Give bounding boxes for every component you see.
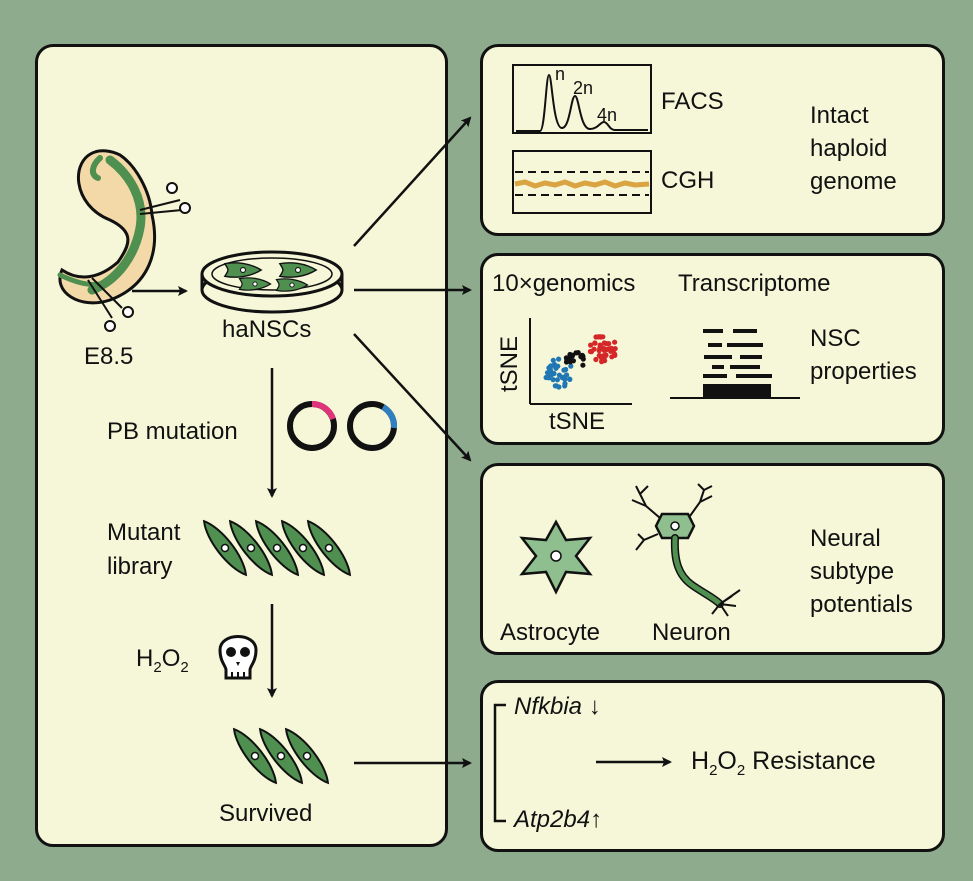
scatter-dot (588, 349, 595, 355)
transcriptome-panel (480, 253, 945, 445)
scatter-dot (568, 363, 574, 369)
scatter-dot (563, 366, 569, 373)
scatter-dot (570, 358, 577, 364)
gene-bracket (493, 703, 506, 823)
facs-label: FACS (661, 88, 724, 115)
resistance-result: H2O2 Resistance (691, 747, 876, 779)
peak-2n-label: 2n (573, 78, 594, 98)
resistance-panel (480, 680, 945, 852)
library-label-1: Mutant (107, 519, 181, 546)
petri-dish (200, 250, 344, 314)
scatter-dot (573, 350, 579, 356)
library-label-2: library (107, 553, 173, 580)
skull-icon (218, 635, 258, 680)
scatter-dot (559, 375, 565, 381)
peak-n-label: n (555, 64, 566, 84)
astrocyte-label: Astrocyte (500, 619, 601, 646)
mutation-label: PB mutation (107, 418, 238, 445)
scatter-dot (596, 348, 602, 354)
survived-cells (227, 723, 335, 789)
gene2-label: Atp2b4↑ (514, 806, 603, 833)
scatter-dot (550, 357, 556, 363)
plasmid-pink-icon (287, 400, 337, 451)
scatter-dot (580, 362, 586, 368)
transcriptome-label: Transcriptome (678, 270, 831, 297)
survived-label: Survived (219, 800, 313, 827)
transcriptome-conclusion: NSC properties (810, 325, 917, 385)
arrow-to-neural (353, 333, 472, 462)
scatter-dot (569, 353, 576, 359)
arrow-to-genome (353, 116, 472, 247)
cgh-label: CGH (661, 167, 715, 194)
scatter-dot (566, 357, 572, 363)
plasmid-blue-icon (347, 401, 398, 451)
scatter-dot (546, 372, 552, 378)
scatter-dot (579, 352, 585, 358)
scatter-dot (602, 358, 608, 364)
method-label: 10×genomics (492, 270, 636, 297)
scatter-dot (601, 340, 607, 346)
astrocyte-icon (519, 519, 593, 595)
scatter-dot (592, 340, 598, 346)
scatter-dot (550, 377, 556, 383)
peak-4n-label: 4n (597, 105, 618, 125)
scatter-dot (562, 381, 568, 387)
embryo-illustration (57, 149, 191, 332)
gene1-label: Nfkbia ↓ (514, 693, 601, 720)
scatter-dot (588, 342, 594, 348)
scatter-dot (597, 342, 603, 348)
cgh-plot (512, 150, 652, 214)
tsne-y-label: tSNE (496, 335, 524, 393)
scatter-dot (553, 383, 560, 389)
neuron-label: Neuron (652, 619, 731, 646)
scatter-dot (554, 377, 561, 383)
scatter-dot (564, 372, 570, 378)
scatter-dot (555, 363, 561, 369)
h2o2-label: H2O2 (136, 645, 189, 676)
neuron-icon (631, 483, 741, 617)
scatter-dot (603, 352, 609, 358)
scatter-dot (593, 334, 599, 340)
scatter-dot (551, 370, 557, 377)
scatter-dot (567, 376, 573, 382)
scatter-dot (548, 363, 554, 369)
scatter-dot (593, 356, 599, 363)
facs-plot (512, 64, 652, 134)
embryo-label: E8.5 (84, 343, 134, 370)
scatter-dot (599, 353, 605, 359)
scatter-dot (612, 339, 618, 345)
genome-conclusion: Intact haploid genome (810, 102, 897, 195)
mutant-library-cells (197, 515, 357, 581)
tsne-x-label: tSNE (549, 408, 606, 435)
dish-label: haNSCs (222, 316, 312, 343)
scatter-dot (556, 356, 562, 362)
transcriptome-bars (670, 329, 800, 399)
neural-conclusion: Neural subtype potentials (810, 525, 913, 618)
scatter-dot (603, 347, 609, 353)
tsne-scatter (529, 318, 632, 405)
scatter-dot (598, 334, 604, 340)
scatter-dot (612, 351, 618, 357)
scatter-dot (611, 347, 617, 353)
